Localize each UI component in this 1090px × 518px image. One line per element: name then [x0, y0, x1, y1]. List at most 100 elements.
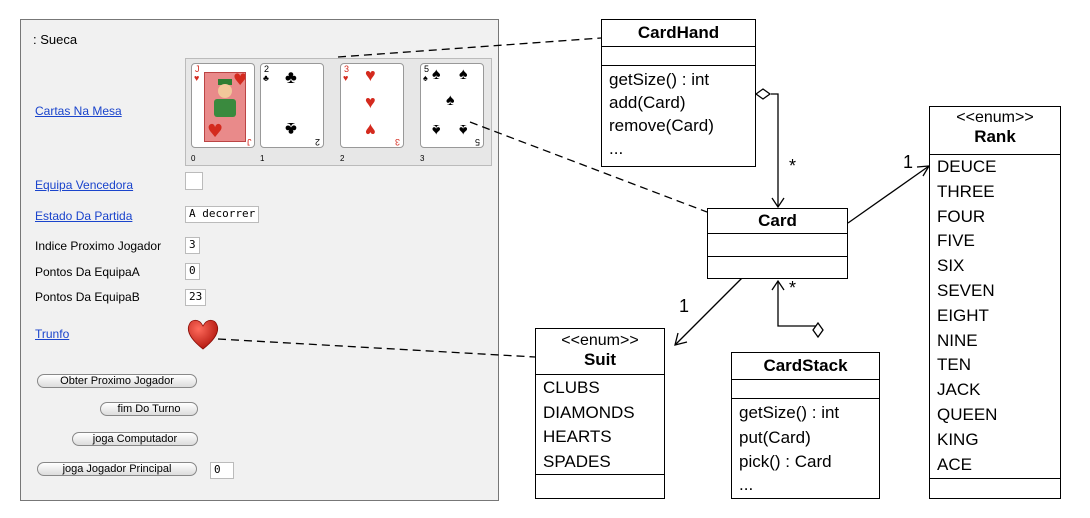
pontos-da-equipa-b-label: Pontos Da EquipaB: [35, 290, 140, 304]
enum-literal: SPADES: [543, 451, 611, 471]
cartas-na-mesa-link[interactable]: Cartas Na Mesa: [35, 104, 122, 118]
arrowhead-icon: [674, 332, 688, 346]
card-1[interactable]: 2 ♣ ♣ ♣ 2: [260, 63, 324, 148]
enum-literal: SEVEN: [937, 280, 995, 300]
cards-on-table: J ♥ ♥ ♥ J 2 ♣ ♣ ♣ 2 3 ♥ ♥: [185, 58, 492, 166]
operation: pick() : Card: [739, 452, 832, 471]
rank-enum: <<enum>> Rank DEUCE THREE FOUR FIVE SIX …: [929, 106, 1061, 499]
enum-literal: FOUR: [937, 206, 986, 226]
card-0[interactable]: J ♥ ♥ ♥ J: [191, 63, 255, 148]
multiplicity-card-rank: 1: [903, 152, 914, 172]
aggregation-diamond-icon: [812, 321, 824, 339]
class-name: CardHand: [602, 20, 755, 47]
equipa-vencedora-value: [185, 172, 203, 190]
enum-literal: CLUBS: [543, 378, 600, 397]
aggregation-diamond-icon: [754, 88, 772, 100]
class-name: CardStack: [732, 353, 879, 380]
indice-proximo-jogador-value: 3: [185, 237, 200, 254]
spade-icon: ♠: [432, 66, 441, 83]
card-3-rank: 5: [424, 64, 430, 74]
attributes-section: [732, 380, 879, 399]
enum-name: Suit: [583, 350, 617, 369]
arrowhead-icon: [771, 197, 785, 209]
suit-enum: <<enum>> Suit CLUBS DIAMONDS HEARTS SPAD…: [535, 328, 665, 499]
enum-literal: FIVE: [937, 231, 975, 251]
cardstack-class: CardStack getSize() : int put(Card) pick…: [731, 352, 880, 499]
stereotype: <<enum>>: [561, 332, 639, 349]
obter-proximo-jogador-button[interactable]: Obter Proximo Jogador: [37, 374, 197, 388]
operation: put(Card): [739, 427, 811, 447]
trunfo-link[interactable]: Trunfo: [35, 327, 70, 341]
card-index: 0: [191, 154, 196, 163]
card-index: 3: [420, 154, 425, 163]
heart-icon: [187, 319, 219, 350]
pontos-da-equipa-a-value: 0: [185, 263, 200, 280]
estado-da-partida-link[interactable]: Estado Da Partida: [35, 209, 133, 223]
jogador-principal-input[interactable]: 0: [210, 462, 234, 479]
heart-icon: ♥: [365, 92, 376, 112]
spade-icon: ♠: [446, 92, 455, 109]
class-name: Card: [708, 209, 847, 234]
multiplicity-stack-card: *: [789, 278, 797, 298]
operation: getSize() : int: [609, 70, 710, 89]
jack-face-picture: ♥ ♥: [204, 70, 247, 142]
heart-icon: ♥: [365, 65, 376, 85]
attributes-section: [708, 234, 847, 257]
enum-literal: SIX: [937, 256, 965, 276]
card-2[interactable]: 3 ♥ ♥ ♥ ♥ 3: [340, 63, 404, 148]
arrowhead-icon: [771, 279, 785, 291]
pontos-da-equipa-b-value: 23: [185, 289, 207, 306]
indice-proximo-jogador-label: Indice Proximo Jogador: [35, 239, 162, 253]
spade-icon: ♠: [423, 73, 428, 83]
dashed-link-card-card: [469, 121, 708, 213]
estado-da-partida-value: A decorrer: [185, 206, 260, 223]
enum-literal: TEN: [937, 355, 971, 375]
enum-literal: KING: [937, 429, 979, 449]
card-0-rank: J: [195, 64, 200, 74]
enum-header: <<enum>> Suit: [536, 329, 664, 375]
operation: ...: [609, 139, 624, 158]
jack-figure-icon: ♥ ♥: [207, 70, 247, 142]
svg-text:♥: ♥: [233, 73, 245, 89]
literals-section: DEUCE THREE FOUR FIVE SIX SEVEN EIGHT NI…: [930, 155, 1060, 479]
operations-section: getSize() : int put(Card) pick() : Card …: [732, 399, 879, 495]
enum-literal: DIAMONDS: [543, 402, 635, 422]
card-2-rank: 3: [344, 64, 350, 74]
enum-literal: DEUCE: [937, 157, 997, 176]
operation: getSize() : int: [739, 403, 840, 422]
enum-literal: QUEEN: [937, 404, 998, 424]
heart-icon: ♥: [343, 73, 349, 83]
enum-literal: NINE: [937, 330, 978, 350]
window-title: : Sueca: [33, 32, 78, 47]
heart-icon: ♥: [194, 73, 200, 83]
pontos-da-equipa-a-label: Pontos Da EquipaA: [35, 265, 140, 279]
aggregation-cardhand-card: [771, 93, 779, 206]
joga-computador-button[interactable]: joga Computador: [72, 432, 198, 446]
stereotype: <<enum>>: [956, 109, 1034, 126]
card-1-rank: 2: [264, 64, 270, 74]
equipa-vencedora-link[interactable]: Equipa Vencedora: [35, 178, 134, 192]
enum-name: Rank: [974, 127, 1016, 146]
literals-section: CLUBS DIAMONDS HEARTS SPADES: [536, 375, 664, 475]
sueca-window: : Sueca Cartas Na Mesa J ♥ ♥ ♥ J 2 ♣ ♣ ♣: [20, 19, 499, 501]
operation: add(Card): [609, 93, 686, 112]
enum-literal: EIGHT: [937, 305, 989, 325]
enum-literal: ACE: [937, 454, 972, 474]
operation: remove(Card): [609, 116, 714, 135]
spade-icon: ♠: [459, 66, 468, 83]
joga-jogador-principal-button[interactable]: joga Jogador Principal: [37, 462, 197, 476]
club-icon: ♣: [285, 67, 297, 87]
dashed-link-cards-cardhand: [337, 37, 602, 58]
enum-header: <<enum>> Rank: [930, 107, 1060, 155]
association-card-suit: [674, 277, 743, 346]
cardhand-class: CardHand getSize() : int add(Card) remov…: [601, 19, 756, 167]
card-index: 2: [340, 154, 345, 163]
association-card-rank: [847, 165, 930, 224]
fim-do-turno-button[interactable]: fim Do Turno: [100, 402, 198, 416]
operation: ...: [739, 474, 754, 494]
operations-section: [708, 257, 847, 279]
multiplicity-card-suit: 1: [679, 296, 690, 316]
operations-section: getSize() : int add(Card) remove(Card) .…: [602, 66, 755, 160]
card-3[interactable]: 5 ♠ ♠ ♠ ♠ ♠ ♠ 5: [420, 63, 484, 148]
